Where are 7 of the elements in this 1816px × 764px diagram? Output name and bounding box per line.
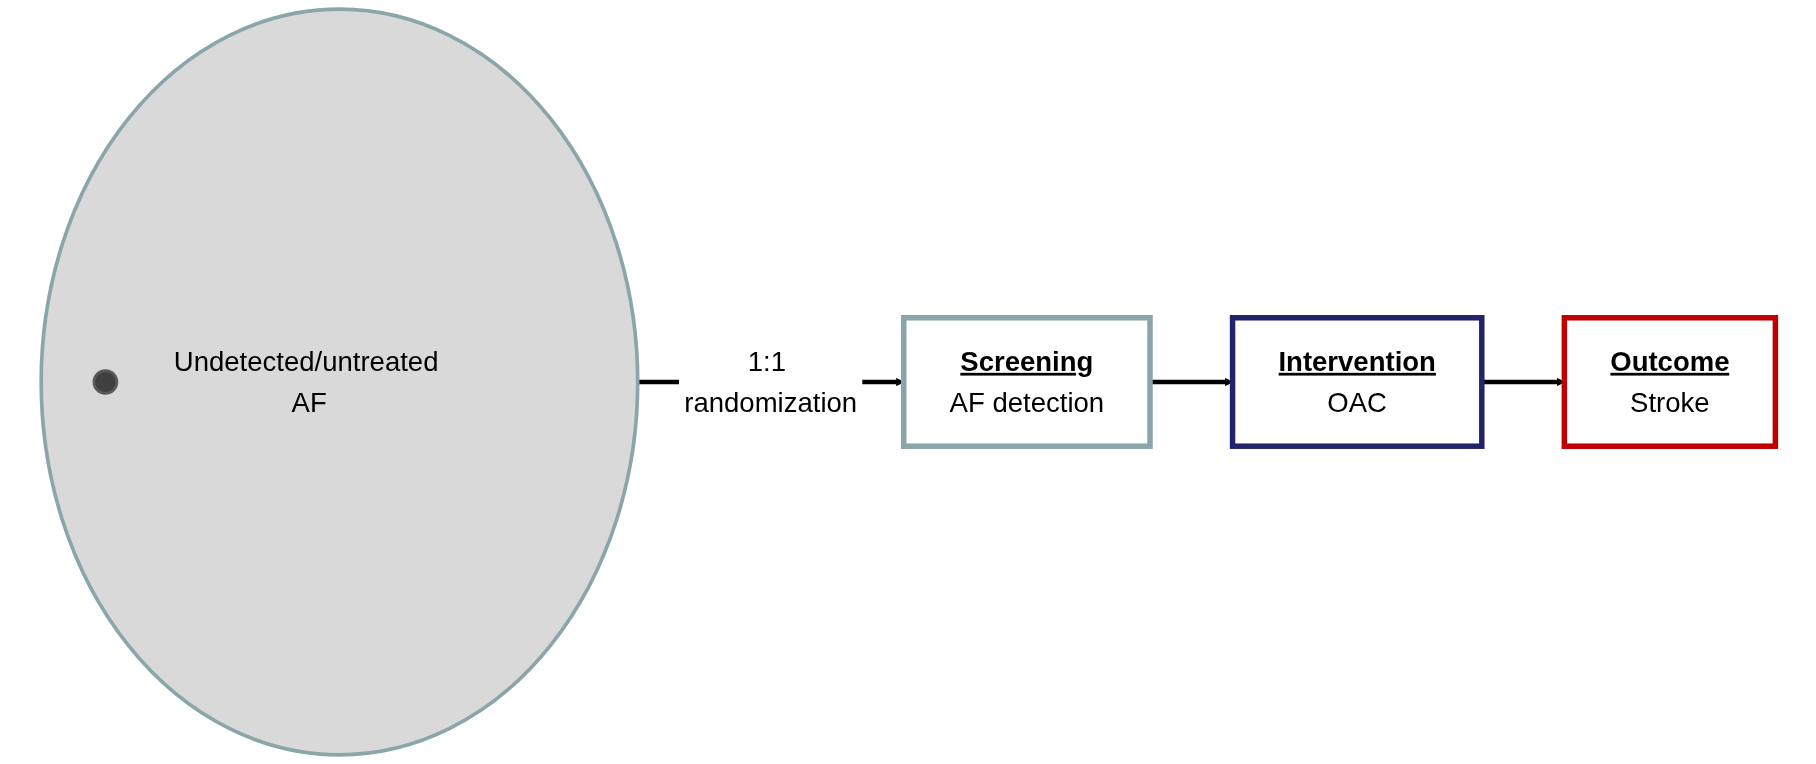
cluster xyxy=(39,7,640,757)
node-box: Intervention OAC xyxy=(1229,315,1485,449)
node-box: Outcome Stroke xyxy=(1561,315,1778,449)
edge-label: 1:1 randomization xyxy=(683,346,857,418)
node-circle xyxy=(92,369,118,395)
node-box: Screening AF detection xyxy=(900,315,1153,449)
node-label: Undetected/untreated AF xyxy=(173,346,439,418)
